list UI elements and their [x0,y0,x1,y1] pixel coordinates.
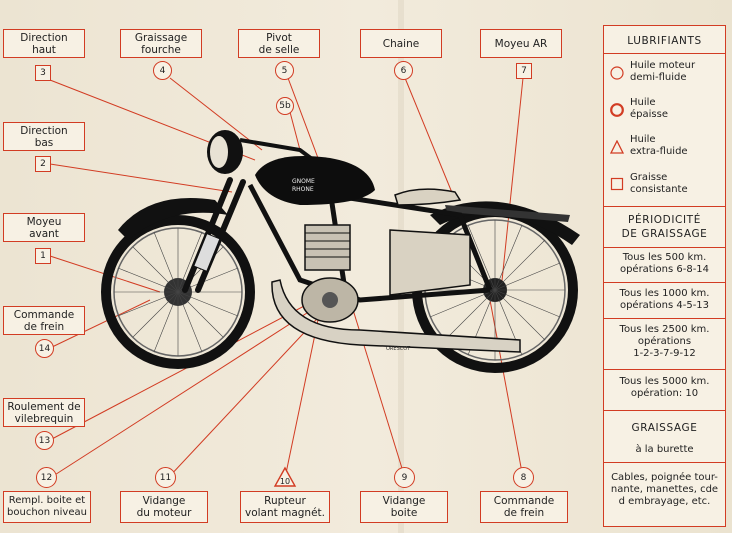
marker-10: 10 [273,466,297,488]
marker-5b: 5b [276,97,294,115]
label-rupteur: Rupteur volant magnét. [240,491,330,523]
period-500: Tous les 500 km. opérations 6-8-14 [619,252,710,275]
label-graissage-fourche: Graissage fourche [120,29,202,58]
legend-panel: LUBRIFIANTS Huile moteur demi-fluide Hui… [603,25,726,527]
label-vidange-moteur: Vidange du moteur [120,491,208,523]
marker-11: 11 [155,467,176,488]
graissage-title: GRAISSAGE [631,422,698,434]
lubrifiants-title: LUBRIFIANTS [627,35,702,47]
label-commande-frein-avant: Commande de frein [3,306,85,335]
label-direction-bas: Direction bas [3,122,85,151]
marker-1: 1 [35,248,51,264]
marker-3: 3 [35,65,51,81]
period-1000: Tous les 1000 km. opérations 4-5-13 [619,288,710,311]
triangle-icon [610,140,624,154]
label-chaine: Chaine [360,29,442,58]
marker-8: 8 [513,467,534,488]
label-vidange-boite: Vidange boite [360,491,448,523]
marker-6: 6 [394,61,413,80]
fuel-tank [255,156,375,205]
legend-graisse-consistante: Graisse consistante [604,169,725,201]
legend-huile-moteur: Huile moteur demi-fluide [604,58,725,90]
label-roulement-vilebrequin: Roulement de vilebrequin [3,398,85,427]
cables-text: Cables, poignée tour- nante, manettes, c… [610,472,719,507]
period-2500: Tous les 2500 km. opérations 1-2-3-7-9-1… [619,324,710,359]
marker-13: 13 [35,431,54,450]
triangle-icon [273,466,297,487]
tank-brand-1: GNOME [292,178,315,185]
exhaust [271,279,521,353]
front-mudguard [118,198,228,240]
label-direction-haut: Direction haut [3,29,85,58]
legend-huile-epaisse: Huile épaisse [604,95,725,127]
marker-7: 7 [516,63,532,79]
label-moyeu-avant: Moyeu avant [3,213,85,242]
engine [301,224,359,323]
marker-4: 4 [153,61,172,80]
marker-12: 12 [36,467,57,488]
label-commande-frein-arriere: Commande de frein [480,491,568,523]
front-wheel [101,215,255,369]
square-icon [610,177,624,191]
marker-5: 5 [275,61,294,80]
label-pivot-selle: Pivot de selle [238,29,320,58]
signature: ORESCOT [386,346,411,352]
side-box [389,229,471,296]
circle-bold-icon [610,103,624,117]
marker-2: 2 [35,156,51,172]
circle-thin-icon [610,66,624,80]
legend-huile-extra-fluide: Huile extra-fluide [604,132,725,164]
tank-brand-2: RHONE [292,186,314,193]
label-moyeu-ar: Moyeu AR [480,29,562,58]
marker-14: 14 [35,339,54,358]
seat [394,188,462,206]
periodicite-title: PÉRIODICITÉ DE GRAISSAGE [621,214,708,240]
label-rempl-boite: Rempl. boite et bouchon niveau [3,491,91,523]
burette-text: à la burette [635,444,694,455]
marker-9: 9 [394,467,415,488]
period-5000: Tous les 5000 km. opération: 10 [619,376,710,399]
